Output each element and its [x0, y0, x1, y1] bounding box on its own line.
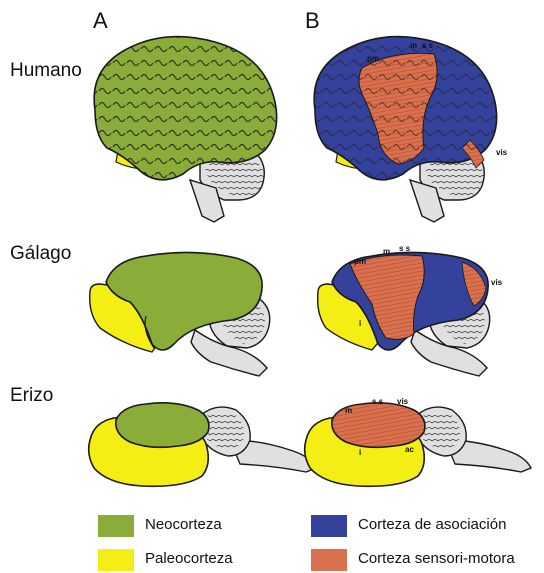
legend-swatch-paleocortex: [98, 549, 134, 571]
galago-b-label-i: i: [359, 319, 361, 328]
galago-brain-a: [90, 252, 270, 376]
galago-brain-b: pm m s s vis i: [318, 244, 503, 376]
galago-b-label-m: m: [383, 247, 390, 256]
hedgehog-b-label-vis: vis: [397, 397, 409, 406]
legend-swatch-neocortex: [98, 515, 134, 537]
human-brain-b: pm m s s vis: [314, 37, 508, 222]
galago-b-label-vis: vis: [491, 278, 503, 287]
legend-label-neocortex: Neocorteza: [145, 516, 222, 533]
legend-label-sensorimotor: Corteza sensori-motora: [358, 550, 515, 567]
hedgehog-a-neocortex: [116, 403, 209, 447]
hedgehog-brain-a: [89, 403, 316, 486]
human-b-label-vis: vis: [496, 148, 508, 157]
legend-swatch-association: [311, 515, 347, 537]
human-b-label-pm: pm: [367, 54, 379, 63]
human-brain-a: [94, 37, 276, 222]
human-b-label-m: m: [410, 41, 417, 50]
hedgehog-b-label-ac: ac: [405, 445, 414, 454]
galago-b-label-ss: s s: [399, 244, 411, 253]
legend-label-paleocortex: Paleocorteza: [145, 550, 233, 567]
hedgehog-b-label-m: m: [345, 406, 352, 415]
galago-b-label-pm: pm: [354, 257, 366, 266]
hedgehog-brain-b: m s s vis i ac: [305, 397, 531, 486]
legend-swatch-sensorimotor: [311, 549, 347, 571]
hedgehog-b-label-i: i: [359, 448, 361, 457]
human-b-label-ss: s s: [422, 41, 434, 50]
hedgehog-b-label-ss: s s: [372, 397, 384, 406]
legend-label-association: Corteza de asociación: [358, 516, 506, 533]
